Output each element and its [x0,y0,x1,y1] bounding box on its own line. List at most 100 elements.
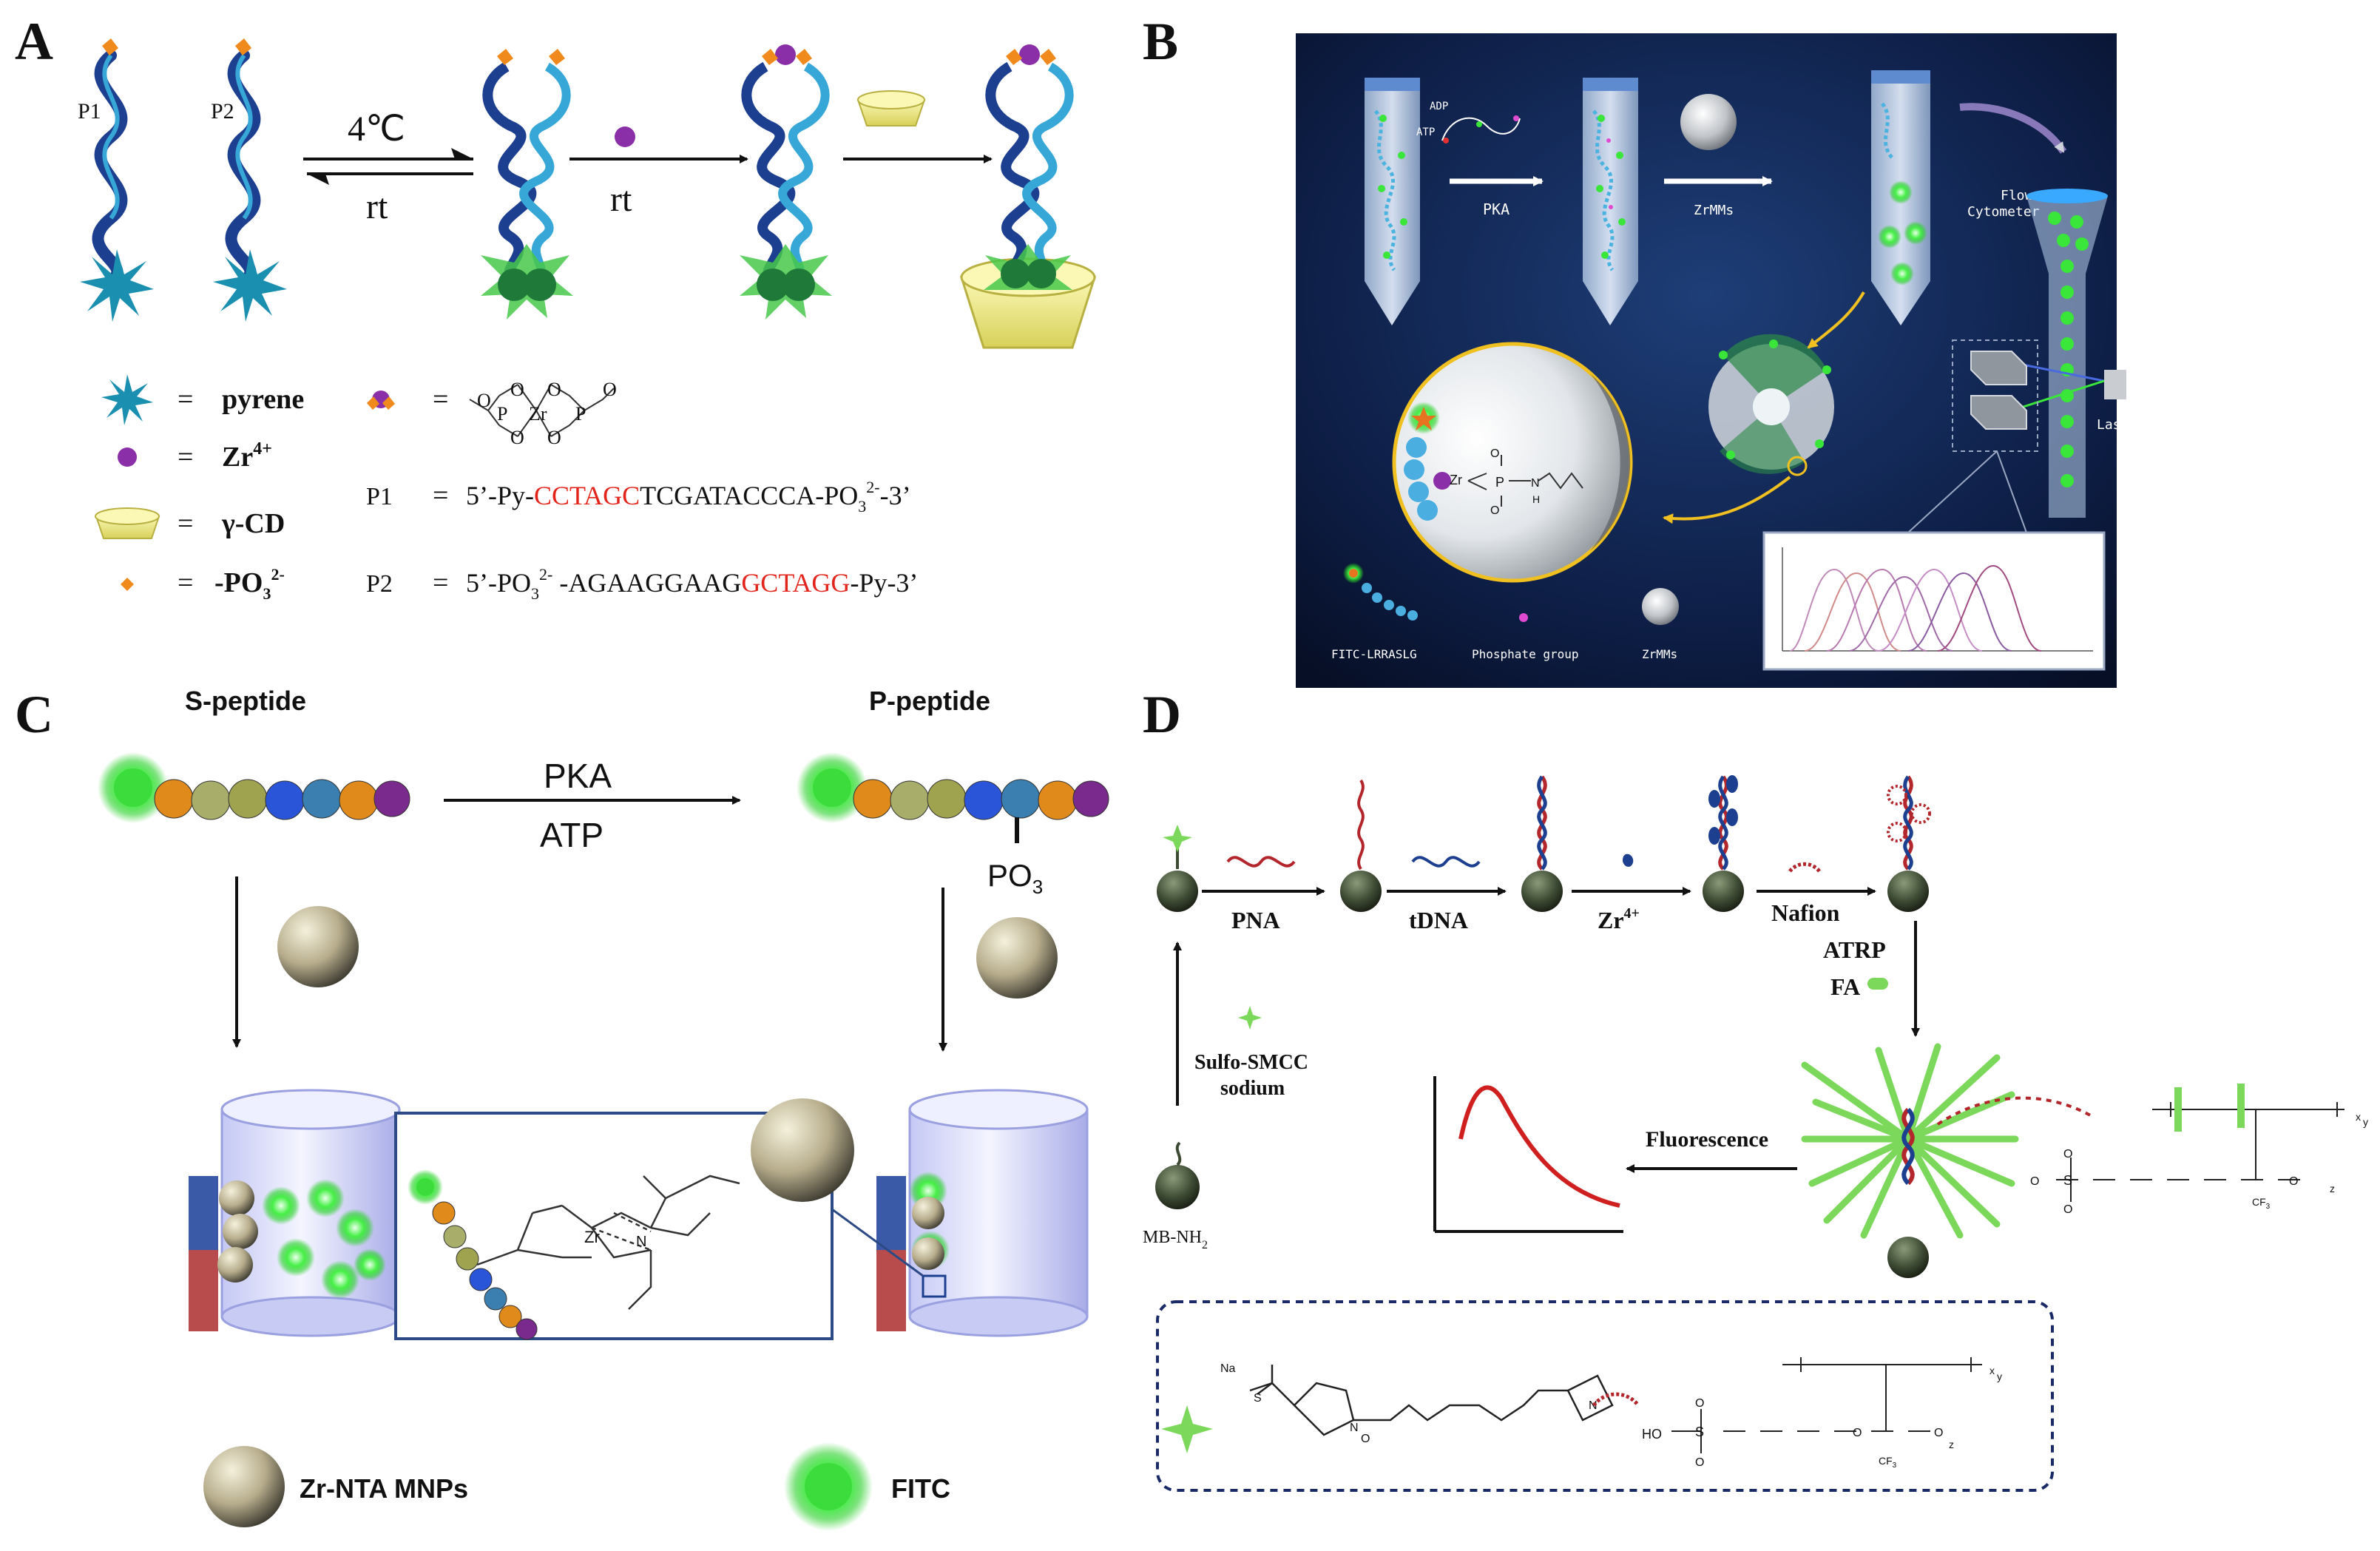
pyrene-icon [213,249,287,322]
panel-a-legend: = pyrene = Zr4+ = γ-CD = -PO32- = [95,374,918,603]
panel-d-label: D [1143,685,1181,744]
strand-p2-label: P2 [211,99,234,124]
svg-text:=: = [178,442,193,473]
left-separation-tube [189,1089,401,1337]
svg-text:O: O [547,379,561,400]
step-label-zr: Zr4+ [1598,905,1640,933]
svg-text:x: x [2356,1111,2361,1123]
duplex-1 [481,49,573,320]
panel-d-legend-box: Na S N O N HO S O O O O z CF3 x y [1156,1300,2054,1492]
strand-p1: P1 [78,38,154,322]
p-peptide-chain: PO3 [797,752,1109,898]
svg-text:=: = [433,384,448,415]
fa-icon [1867,978,1888,990]
svg-text:O: O [603,379,617,400]
sequence-p1: 5’-Py-CCTAGCTCGATACCCA-PO32--3’ [466,478,911,516]
svg-text:O: O [1853,1427,1862,1439]
magnified-bead [1663,291,1865,524]
zrmms-icon [1680,94,1737,150]
fluorescence-label: Fluorescence [1646,1127,1768,1152]
svg-text:=: = [178,567,193,598]
svg-text:y: y [1997,1371,2002,1382]
nafion-structure-upper [2056,1102,2344,1202]
svg-text:CF3: CF3 [1879,1455,1897,1470]
zoom-circle: Zr P O O N H [1392,342,1633,583]
phosphate-icon [102,38,118,55]
tube-3 [1871,70,1930,325]
panel-b: B ADP ATP PKA [1143,12,2137,688]
fa-label: FA [1830,973,1860,1000]
zr-nta-mnp-icon [277,906,359,987]
histogram-inset [1762,531,2106,671]
phosphate-icon [121,578,134,591]
svg-text:Zr: Zr [584,1228,600,1246]
svg-text:O: O [2063,1148,2072,1160]
magnet-south [189,1250,218,1331]
svg-text:O: O [547,427,561,448]
legend-po3-text: -PO32- [214,565,285,603]
svg-text:z: z [2330,1183,2335,1194]
panel-a: A P1 P2 4℃ rt [15,12,1097,603]
svg-text:S: S [2063,1173,2072,1188]
svg-text:S: S [1254,1392,1262,1405]
s-peptide-title: S-peptide [185,686,306,716]
down-arrows [232,876,1058,1052]
zr-phosphate-structure [469,384,615,437]
panel-a-label: A [15,12,53,71]
svg-text:=: = [433,480,448,511]
pka-atp-arrow: PKA ATP [444,757,741,854]
svg-text:=: = [178,384,193,415]
svg-text:O: O [1934,1427,1943,1439]
step-label-tdna: tDNA [1409,907,1468,933]
sequence-p2-name: P2 [366,570,393,598]
chelation-zoom-box: Zr N [394,1098,924,1340]
fluorescence-readout: Fluorescence [1433,1076,1797,1233]
sodium-label: sodium [1220,1077,1285,1100]
magnetic-bead-icon [1155,1165,1200,1209]
po3-label: PO3 [987,858,1043,898]
pyrene-icon [101,374,153,425]
atrp-label: ATRP [1823,936,1886,963]
duplex-3-in-cd [959,44,1097,349]
zr-nta-mnp-icon [976,917,1058,998]
svg-text:O: O [477,390,491,411]
smcc-icon [1161,1405,1213,1453]
svg-text:O: O [2063,1203,2072,1216]
svg-text:O: O [510,379,524,400]
p-peptide-title: P-peptide [869,686,990,716]
svg-text:Phosphate group: Phosphate group [1472,647,1579,661]
sulfo-smcc-arrow: Sulfo-SMCC sodium MB-NH2 [1143,942,1308,1251]
zrmms-icon [1642,588,1679,625]
svg-text:N: N [1531,477,1540,490]
svg-text:=: = [178,508,193,539]
emission-curve [1458,1085,1620,1208]
panel-c: C S-peptide P-peptide PKA ATP [15,685,1109,1531]
svg-text:O: O [1490,447,1499,460]
pyrene-icon [80,249,154,322]
magnet-north [189,1176,218,1250]
assembly-steps: PNA tDNA Zr4+ Nafion [1157,775,1931,933]
panel-b-label: B [1143,12,1178,71]
svg-text:P: P [497,403,507,425]
legend-pyrene-text: pyrene [222,384,304,415]
excimer-pyrene-icon [481,244,573,320]
svg-text:O: O [1695,1456,1704,1469]
condition-rt-zr: rt [610,180,632,219]
equilibrium-arrows: 4℃ rt [303,109,473,226]
legend-fitc-text: FITC [891,1473,950,1504]
zr-phosphate-link-icon [367,391,395,410]
svg-text:S: S [1695,1425,1704,1439]
zr-nta-mnp-icon [203,1446,285,1527]
zr-icon [118,447,137,467]
mb-nh2-label: MB-NH2 [1143,1228,1208,1251]
svg-text:O: O [1695,1397,1704,1410]
svg-text:ATP: ATP [1416,126,1435,138]
legend-mnps-text: Zr-NTA MNPs [300,1473,468,1504]
smcc-icon [1238,1006,1262,1030]
phosphate-icon [497,49,513,65]
svg-text:PKA: PKA [1483,200,1510,218]
svg-text:O: O [2030,1175,2039,1188]
nafion-icon [1592,1392,1640,1407]
